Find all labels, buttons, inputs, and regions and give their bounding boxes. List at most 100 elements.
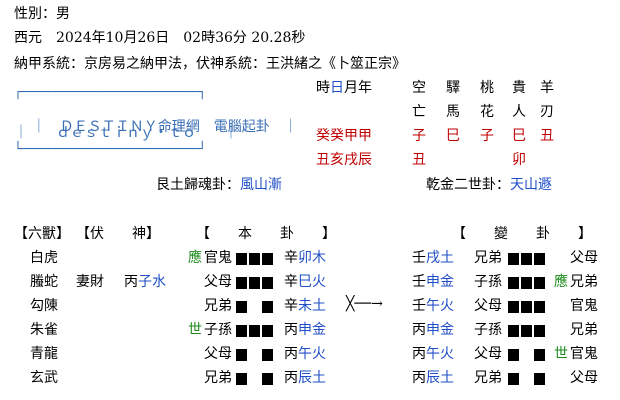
gan: 辛 <box>284 274 298 290</box>
shensha-row2-4: 刃 <box>540 104 554 120</box>
yao-line-4 <box>236 348 275 364</box>
bian-zhi: 戌 <box>426 250 440 266</box>
main-hexagram-name: 風山漸 <box>240 177 282 193</box>
header-biangua: 【 變 卦 】 <box>452 226 592 242</box>
bian-wuxing: 土 <box>440 250 454 266</box>
bian-ganzhi-4: 丙午火 <box>412 346 454 362</box>
zhi: 申 <box>298 322 312 338</box>
bian-shi-ying-mark-1: 應 <box>554 274 568 290</box>
date-line: 西元 2024年10月26日 02時36分 20.28秒 <box>14 30 306 46</box>
bian-extra-4: 官鬼 <box>570 346 598 362</box>
liushou-4: 青龍 <box>30 346 58 362</box>
changed-hexagram-name: 天山遯 <box>510 177 552 193</box>
yao-line-5 <box>236 372 275 388</box>
bian-wuxing: 金 <box>440 322 454 338</box>
gan: 辛 <box>284 298 298 314</box>
bian-shi-ying-mark-4: 世 <box>554 346 568 362</box>
wuxing: 金 <box>312 322 326 338</box>
label-shi: 時 <box>316 80 330 96</box>
banner-top-border: ┌──────────────────────────┐ <box>14 85 206 100</box>
bian-gan: 壬 <box>412 250 426 266</box>
ganzhi-3: 丙申金 <box>284 322 326 338</box>
bian-ganzhi-1: 壬申金 <box>412 274 454 290</box>
zhi: 午 <box>298 346 312 362</box>
fushen-ganzhi-1: 丙子水 <box>124 274 166 290</box>
ganzhi-2: 辛未土 <box>284 298 326 314</box>
label-yue: 月 <box>344 80 358 96</box>
shensha-row1-0: 空 <box>412 80 426 96</box>
bian-yao-line-1 <box>508 276 547 292</box>
bian-relation-1: 子孫 <box>474 274 502 290</box>
main-hexagram-prefix: 艮土歸魂卦： <box>156 177 240 193</box>
banner-brand: ｜ ＤＥＳＴＩＮＹ <box>31 119 158 135</box>
shensha-row2-0: 亡 <box>412 104 426 120</box>
wuxing: 土 <box>312 370 326 386</box>
relation-0: 官鬼 <box>204 250 232 266</box>
header-fushen: 【伏 神】 <box>76 226 160 242</box>
destiny-banner[interactable]: ┌──────────────────────────┐ ｜ ＤＥＳＴＩＮＹ命理… <box>14 85 304 157</box>
bian-yao-line-4 <box>508 348 547 364</box>
bian-zhi: 午 <box>426 298 440 314</box>
wuxing: 木 <box>312 250 326 266</box>
liushou-0: 白虎 <box>30 250 58 266</box>
changed-hexagram: 乾金二世卦：天山遯 <box>426 177 552 193</box>
banner-url: ｜ ｄｅｓｔｉｎｙ・ｔｏ ｜ <box>14 125 238 141</box>
bian-relation-3: 子孫 <box>474 322 502 338</box>
gan: 丙 <box>284 322 298 338</box>
bian-wuxing: 火 <box>440 298 454 314</box>
bian-extra-5: 父母 <box>570 370 598 386</box>
yao-line-2 <box>236 300 275 316</box>
yao-line-0 <box>236 252 275 268</box>
bian-gan: 壬 <box>412 298 426 314</box>
ganzhi-0: 辛卯木 <box>284 250 326 266</box>
main-hexagram: 艮土歸魂卦：風山漸 <box>156 177 282 193</box>
shensha-row1-3: 貴 <box>512 80 526 96</box>
relation-2: 兄弟 <box>204 298 232 314</box>
header-liushou: 【六獸】 <box>14 226 70 242</box>
bian-extra-2: 官鬼 <box>570 298 598 314</box>
ganzhi-stems: 癸癸甲甲 <box>316 128 372 144</box>
ganzhi-4: 丙午火 <box>284 346 326 362</box>
zhi: 卯 <box>298 250 312 266</box>
wuxing: 土 <box>312 298 326 314</box>
shensha-row2-1: 馬 <box>446 104 460 120</box>
relation-1: 父母 <box>204 274 232 290</box>
bian-relation-5: 兄弟 <box>474 370 502 386</box>
bian-gan: 丙 <box>412 370 426 386</box>
system-line: 納甲系統：京房易之納甲法，伏神系統：王洪緒之《卜筮正宗》 <box>14 56 406 72</box>
yao-line-1 <box>236 276 275 292</box>
ganzhi-branches: 丑亥戌辰 <box>316 152 372 168</box>
ganzhi-1: 辛巳火 <box>284 274 326 290</box>
gender-line: 性別：男 <box>14 6 70 22</box>
bian-gan: 壬 <box>412 274 426 290</box>
shensha-row4-3: 卯 <box>512 152 526 168</box>
banner-line-1: ｜ ＤＥＳＴＩＮＹ命理網 電腦起卦 ｜ <box>14 103 298 151</box>
gan: 丙 <box>284 370 298 386</box>
bian-wuxing: 火 <box>440 346 454 362</box>
bian-yao-line-3 <box>508 324 547 340</box>
banner-title: 命理網 電腦起卦 <box>157 119 270 135</box>
shi-ying-mark-3: 世 <box>188 322 202 338</box>
label-ri: 日 <box>330 80 344 96</box>
liushou-2: 勾陳 <box>30 298 58 314</box>
relation-5: 兄弟 <box>204 370 232 386</box>
shensha-row4-0: 丑 <box>412 152 426 168</box>
bian-extra-0: 父母 <box>570 250 598 266</box>
bian-relation-2: 父母 <box>474 298 502 314</box>
wuxing: 火 <box>312 274 326 290</box>
bian-ganzhi-5: 丙辰土 <box>412 370 454 386</box>
zhi: 未 <box>298 298 312 314</box>
ganzhi-5: 丙辰土 <box>284 370 326 386</box>
shensha-row3-0: 子 <box>412 128 426 144</box>
changed-hexagram-prefix: 乾金二世卦： <box>426 177 510 193</box>
liushou-5: 玄武 <box>30 370 58 386</box>
time-label-row: 時日月年 <box>316 80 372 96</box>
bian-ganzhi-0: 壬戌土 <box>412 250 454 266</box>
shensha-row1-4: 羊 <box>540 80 554 96</box>
liushou-3: 朱雀 <box>30 322 58 338</box>
fushen-zhi: 子 <box>138 274 152 290</box>
bian-zhi: 申 <box>426 274 440 290</box>
relation-3: 子孫 <box>204 322 232 338</box>
bian-extra-1: 兄弟 <box>570 274 598 290</box>
shensha-row3-2: 子 <box>480 128 494 144</box>
